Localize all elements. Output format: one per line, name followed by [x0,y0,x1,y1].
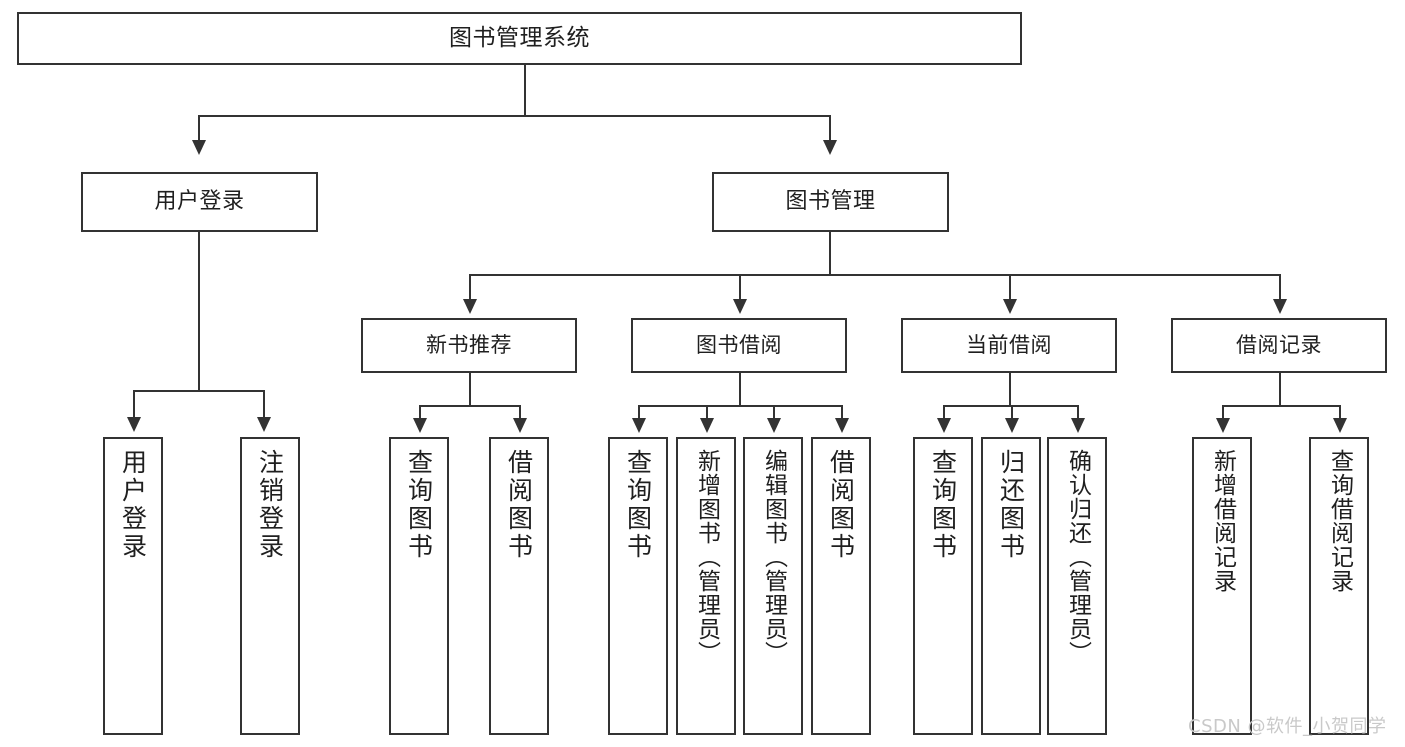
node-leaf-add-record[interactable]: 新增借阅记录 [1192,437,1252,735]
node-new-book-recommend[interactable]: 新书推荐 [361,318,577,373]
connector-current-borrow-stem [1009,373,1011,406]
node-label: 查询图书 [623,449,653,561]
arrowhead-leaf-confirm-return [1071,418,1085,433]
connector-book-borrow-drop-2 [706,405,708,420]
connector-user-login-stem [198,232,200,391]
connector-current-borrow-drop-3 [1077,405,1079,420]
arrowhead-leaf-query-book-3 [937,418,951,433]
node-label: 确认归还（管理员） [1064,449,1091,665]
node-label: 新增图书（管理员） [693,449,720,665]
connector-book-manage-stem [829,232,831,275]
connector-level1-drop-left [198,115,200,143]
node-label: 查询借阅记录 [1326,449,1353,593]
node-leaf-return-book[interactable]: 归还图书 [981,437,1041,735]
node-leaf-borrow-book-1[interactable]: 借阅图书 [489,437,549,735]
connector-borrow-record-stem [1279,373,1281,406]
connector-book-borrow-drop-4 [841,405,843,420]
node-current-borrow[interactable]: 当前借阅 [901,318,1117,373]
connector-level2-drop-3 [1009,274,1011,302]
node-label: 借阅图书 [504,449,534,561]
node-label: 归还图书 [996,449,1026,561]
node-borrow-record[interactable]: 借阅记录 [1171,318,1387,373]
node-label: 图书管理 [785,189,876,215]
connector-book-borrow-stem [739,373,741,406]
connector-borrow-record-drop-2 [1339,405,1341,420]
connector-level2-drop-4 [1279,274,1281,302]
arrowhead-leaf-add-record [1216,418,1230,433]
node-book-manage[interactable]: 图书管理 [712,172,949,232]
node-leaf-user-logout[interactable]: 注销登录 [240,437,300,735]
node-label: 图书借阅 [696,333,782,358]
connector-root-stem [524,65,526,116]
node-leaf-query-record[interactable]: 查询借阅记录 [1309,437,1369,735]
node-label: 当前借阅 [966,333,1052,358]
connector-level2-bus [469,274,1279,276]
connector-book-borrow-drop-1 [638,405,640,420]
connector-level2-drop-1 [469,274,471,302]
node-leaf-query-book-2[interactable]: 查询图书 [608,437,668,735]
node-leaf-edit-book[interactable]: 编辑图书（管理员） [743,437,803,735]
arrowhead-leaf-query-book-2 [632,418,646,433]
connector-current-borrow-bus [943,405,1078,407]
connector-user-login-drop-2 [263,390,265,419]
node-leaf-borrow-book-2[interactable]: 借阅图书 [811,437,871,735]
arrowhead-leaf-query-record [1333,418,1347,433]
node-leaf-user-login[interactable]: 用户登录 [103,437,163,735]
node-label: 用户登录 [118,449,148,561]
node-label: 编辑图书（管理员） [760,449,787,665]
connector-new-book-bus [419,405,520,407]
connector-level1-drop-right [829,115,831,143]
node-leaf-confirm-return[interactable]: 确认归还（管理员） [1047,437,1107,735]
node-label: 用户登录 [154,189,245,215]
arrowhead-leaf-borrow-book-1 [513,418,527,433]
node-leaf-query-book-1[interactable]: 查询图书 [389,437,449,735]
arrowhead-leaf-add-book [700,418,714,433]
arrowhead-book-borrow [733,299,747,314]
connector-borrow-record-drop-1 [1222,405,1224,420]
node-label: 借阅图书 [826,449,856,561]
node-leaf-add-book[interactable]: 新增图书（管理员） [676,437,736,735]
connector-new-book-drop-1 [419,405,421,420]
node-root-system[interactable]: 图书管理系统 [17,12,1022,65]
connector-book-borrow-drop-3 [773,405,775,420]
arrowhead-leaf-borrow-book-2 [835,418,849,433]
node-label: 注销登录 [255,449,285,561]
connector-current-borrow-drop-2 [1011,405,1013,420]
connector-book-borrow-bus [638,405,842,407]
node-label: 借阅记录 [1236,333,1322,358]
node-label: 查询图书 [404,449,434,561]
connector-level2-drop-2 [739,274,741,302]
arrowhead-leaf-edit-book [767,418,781,433]
arrowhead-new-book-recommend [463,299,477,314]
arrowhead-current-borrow [1003,299,1017,314]
node-label: 查询图书 [928,449,958,561]
node-label: 新增借阅记录 [1209,449,1236,593]
arrowhead-book-manage [823,140,837,155]
connector-new-book-drop-2 [519,405,521,420]
arrowhead-leaf-user-login [127,417,141,432]
node-label: 新书推荐 [426,333,512,358]
connector-user-login-bus [133,390,264,392]
arrowhead-leaf-user-logout [257,417,271,432]
connector-user-login-drop-1 [133,390,135,419]
node-label: 图书管理系统 [449,25,590,52]
node-leaf-query-book-3[interactable]: 查询图书 [913,437,973,735]
node-user-login[interactable]: 用户登录 [81,172,318,232]
arrowhead-leaf-query-book-1 [413,418,427,433]
node-book-borrow[interactable]: 图书借阅 [631,318,847,373]
connector-borrow-record-bus [1222,405,1340,407]
connector-current-borrow-drop-1 [943,405,945,420]
connector-new-book-stem [469,373,471,406]
connector-level1-bus [198,115,831,117]
arrowhead-borrow-record [1273,299,1287,314]
arrowhead-leaf-return-book [1005,418,1019,433]
arrowhead-user-login [192,140,206,155]
